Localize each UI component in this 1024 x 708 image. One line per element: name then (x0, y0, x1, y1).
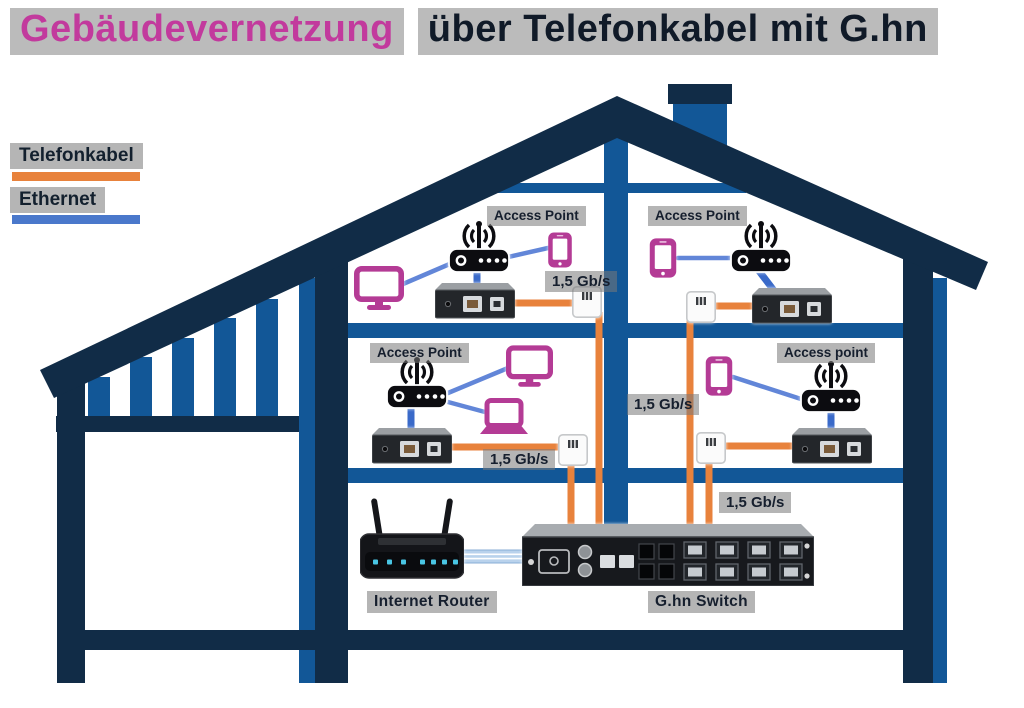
monitor-icon (357, 269, 401, 310)
legend-label-telefonkabel: Telefonkabel (10, 143, 143, 169)
ghn-switch-label: G.hn Switch (648, 591, 755, 613)
phone-wall-jack-icon (558, 434, 588, 466)
main-right-wall (903, 253, 933, 683)
right-wall-accent (933, 278, 947, 683)
legend-swatch-ethernet (12, 215, 140, 224)
attic-collar-beam (498, 183, 746, 193)
title-rest: über Telefonkabel mit G.hn (417, 8, 938, 55)
wifi-access-point-icon (800, 359, 862, 414)
access-point-label: Access Point (370, 343, 469, 363)
chimney-cap (668, 84, 732, 104)
phone-icon (705, 356, 733, 396)
speed-label: 1,5 Gb/s (627, 394, 700, 416)
ground-slab (57, 630, 930, 650)
telefonkabel-cables (450, 299, 794, 531)
legend-label-ethernet: Ethernet (10, 187, 106, 213)
wifi-access-point-icon (730, 219, 792, 274)
speed-label: 1,5 Gb/s (483, 449, 556, 471)
phone-wall-jack-icon (686, 291, 716, 323)
ghn-adapter-icon (435, 283, 515, 319)
tablet-icon (548, 232, 572, 268)
access-point-label: Access Point (648, 206, 747, 226)
wifi-access-point-icon (448, 219, 510, 274)
internet-router-icon (360, 497, 464, 579)
speed-label: 1,5 Gb/s (719, 492, 792, 514)
page-title: Gebäudevernetzung über Telefonkabel mit … (10, 8, 938, 55)
left-wall-accent (299, 278, 315, 683)
monitor-icon (509, 348, 551, 387)
roof-left-slope (40, 96, 617, 398)
upper-floor-slab (348, 323, 906, 338)
wifi-access-point-icon (386, 355, 448, 410)
ethernet-backbone-cable (461, 549, 527, 564)
ghn-adapter-icon (752, 288, 832, 324)
title-highlight: Gebäudevernetzung (10, 8, 404, 55)
roof-right-slope (617, 96, 988, 290)
legend-swatch-telefonkabel (12, 172, 140, 181)
speed-label: 1,5 Gb/s (545, 271, 618, 293)
main-left-wall (315, 253, 348, 683)
ghn-adapter-icon (372, 428, 452, 464)
fence-rail (56, 416, 304, 432)
fence-posts (88, 299, 278, 430)
access-point-label: Access Point (487, 206, 586, 226)
laptop-icon (480, 401, 528, 435)
ghn-switch-icon (522, 524, 814, 586)
house-frame (40, 84, 988, 683)
internet-router-label: Internet Router (367, 591, 497, 613)
access-point-label: Access point (777, 343, 876, 363)
phone-wall-jack-icon (696, 432, 726, 464)
ghn-adapter-icon (792, 428, 872, 464)
phone-icon (649, 238, 677, 278)
lower-floor-slab (348, 468, 906, 483)
